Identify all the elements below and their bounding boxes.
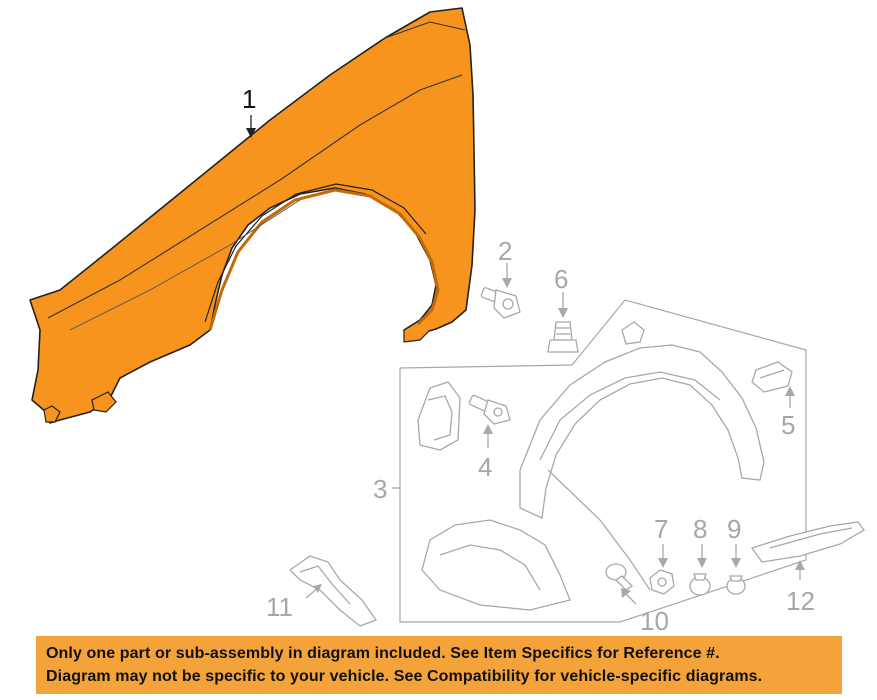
fender-lower-tab [91, 391, 117, 413]
callout-6: 6 [554, 264, 569, 294]
trim-part-12 [750, 521, 865, 563]
clip-part-9 [726, 575, 746, 595]
wheel-liner-lower-detail [439, 544, 541, 591]
callout-1-leader [246, 115, 256, 138]
callout-9: 9 [727, 514, 742, 544]
callout-4-leader [483, 424, 493, 448]
fender-arch-flange [208, 188, 440, 331]
callout-10: 10 [640, 606, 669, 636]
fender-part-1 [29, 7, 476, 424]
callout-9-leader [731, 544, 741, 568]
fender-crease-upper [47, 74, 463, 319]
fender-rear-tab [403, 329, 431, 343]
callout-2-leader [502, 263, 512, 288]
callout-10-leader [621, 588, 637, 605]
fender-crease-lower [69, 199, 301, 331]
callout-8-leader [697, 544, 707, 568]
clip-part-8 [689, 573, 711, 596]
callout-8: 8 [693, 514, 708, 544]
liner-clip-top [621, 321, 645, 345]
wheel-liner-outer [519, 344, 765, 519]
splash-shield-frame [399, 299, 807, 623]
fender-body [29, 7, 476, 424]
callout-2: 2 [498, 236, 513, 266]
callout-5-leader [785, 386, 795, 408]
wheel-liner-rib [547, 469, 651, 591]
pin-part-6 [547, 321, 579, 353]
wheel-liner-inner [539, 371, 721, 461]
callout-7: 7 [654, 514, 669, 544]
fender-top-edge-line [384, 21, 466, 39]
callout-11: 11 [266, 592, 293, 622]
callout-6-leader [558, 292, 568, 318]
liner-bracket-left [417, 381, 461, 451]
fender-arch-line [204, 183, 427, 323]
callout-12-leader [795, 560, 805, 580]
screw-part-4 [468, 394, 511, 425]
callout-5: 5 [781, 410, 796, 440]
disclaimer-line-1: Only one part or sub-assembly in diagram… [46, 645, 720, 662]
parts-diagram [29, 7, 865, 627]
callout-7-leader [658, 544, 668, 568]
wheel-liner [421, 344, 765, 611]
disclaimer-line-2: Diagram may not be specific to your vehi… [46, 668, 763, 685]
disclaimer-banner: Only one part or sub-assembly in diagram… [36, 636, 842, 694]
wheel-liner-lower [421, 519, 571, 611]
callout-3: 3 [373, 474, 388, 504]
nut-part-7 [649, 569, 675, 595]
callout-4: 4 [478, 452, 493, 482]
bracket-part-11 [288, 555, 378, 627]
callout-1: 1 [242, 84, 257, 114]
callout-11-leader [305, 584, 322, 599]
callout-12: 12 [786, 586, 815, 616]
fender-front-tab [43, 405, 61, 423]
bolt-part-2 [480, 287, 521, 319]
clip-part-5 [751, 361, 793, 393]
clip-part-10 [605, 563, 634, 591]
